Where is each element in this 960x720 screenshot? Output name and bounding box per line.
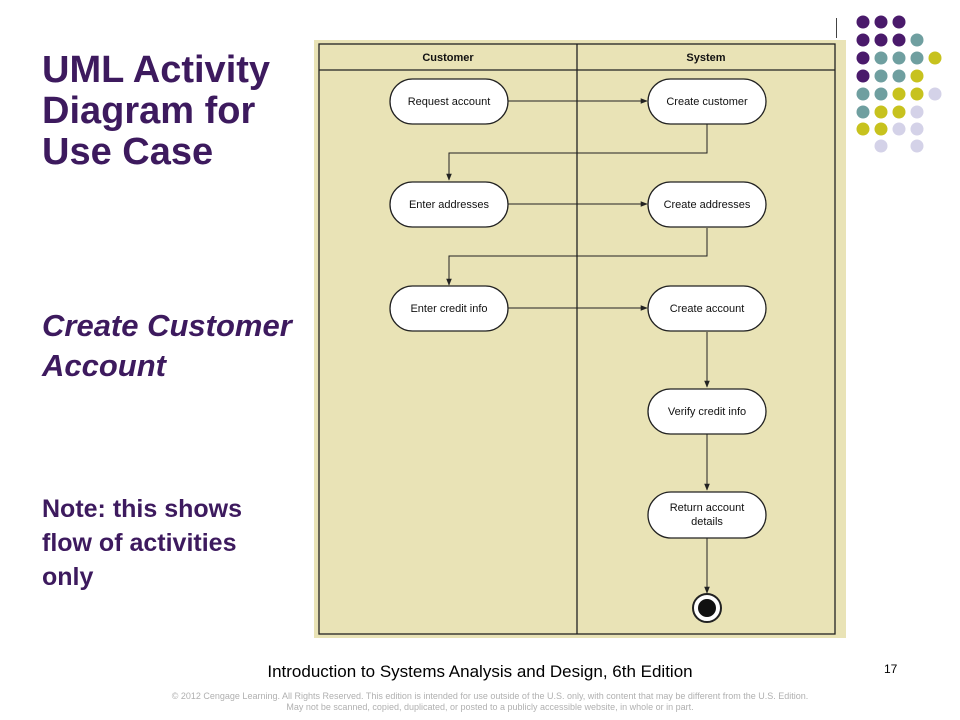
activity-label: Request account: [408, 96, 491, 108]
diagram-background: [314, 40, 846, 638]
activity-label-line1: Return account: [670, 502, 745, 514]
copyright-line-1: © 2012 Cengage Learning. All Rights Rese…: [171, 691, 809, 701]
divider-line: [836, 18, 837, 38]
page-number: 17: [884, 662, 898, 676]
activity-create-account: Create account: [647, 285, 767, 332]
activity-enter-credit-info: Enter credit info: [389, 285, 509, 332]
activity-verify-credit-info: Verify credit info: [647, 388, 767, 435]
activity-create-customer: Create customer: [647, 78, 767, 125]
copyright-line-2: May not be scanned, copied, duplicated, …: [286, 702, 694, 712]
activity-label: Verify credit info: [668, 406, 746, 418]
activity-request-account: Request account: [389, 78, 509, 125]
final-node-icon: [692, 593, 722, 623]
activity-label: Enter addresses: [409, 199, 490, 211]
activity-diagram: Customer System Request account Enter ad…: [314, 40, 846, 638]
activity-label: Create account: [670, 303, 745, 315]
activity-label-line2: details: [691, 516, 723, 528]
activity-label: Create customer: [666, 96, 748, 108]
activity-return-account-details: Return account details: [647, 491, 767, 539]
activity-label: Enter credit info: [410, 303, 487, 315]
lane-header-system: System: [686, 52, 725, 64]
activity-create-addresses: Create addresses: [647, 181, 767, 228]
activity-label: Create addresses: [664, 199, 751, 211]
lane-header-customer: Customer: [422, 52, 474, 64]
footer-book-title: Introduction to Systems Analysis and Des…: [267, 662, 693, 681]
slide-title: UML Activity Diagram for Use Case: [42, 49, 271, 173]
use-case-name: Create Customer Account: [42, 308, 292, 383]
activity-enter-addresses: Enter addresses: [389, 181, 509, 228]
slide-note: Note: this shows flow of activities only: [42, 495, 243, 591]
copyright-notice: © 2012 Cengage Learning. All Rights Rese…: [100, 691, 880, 713]
